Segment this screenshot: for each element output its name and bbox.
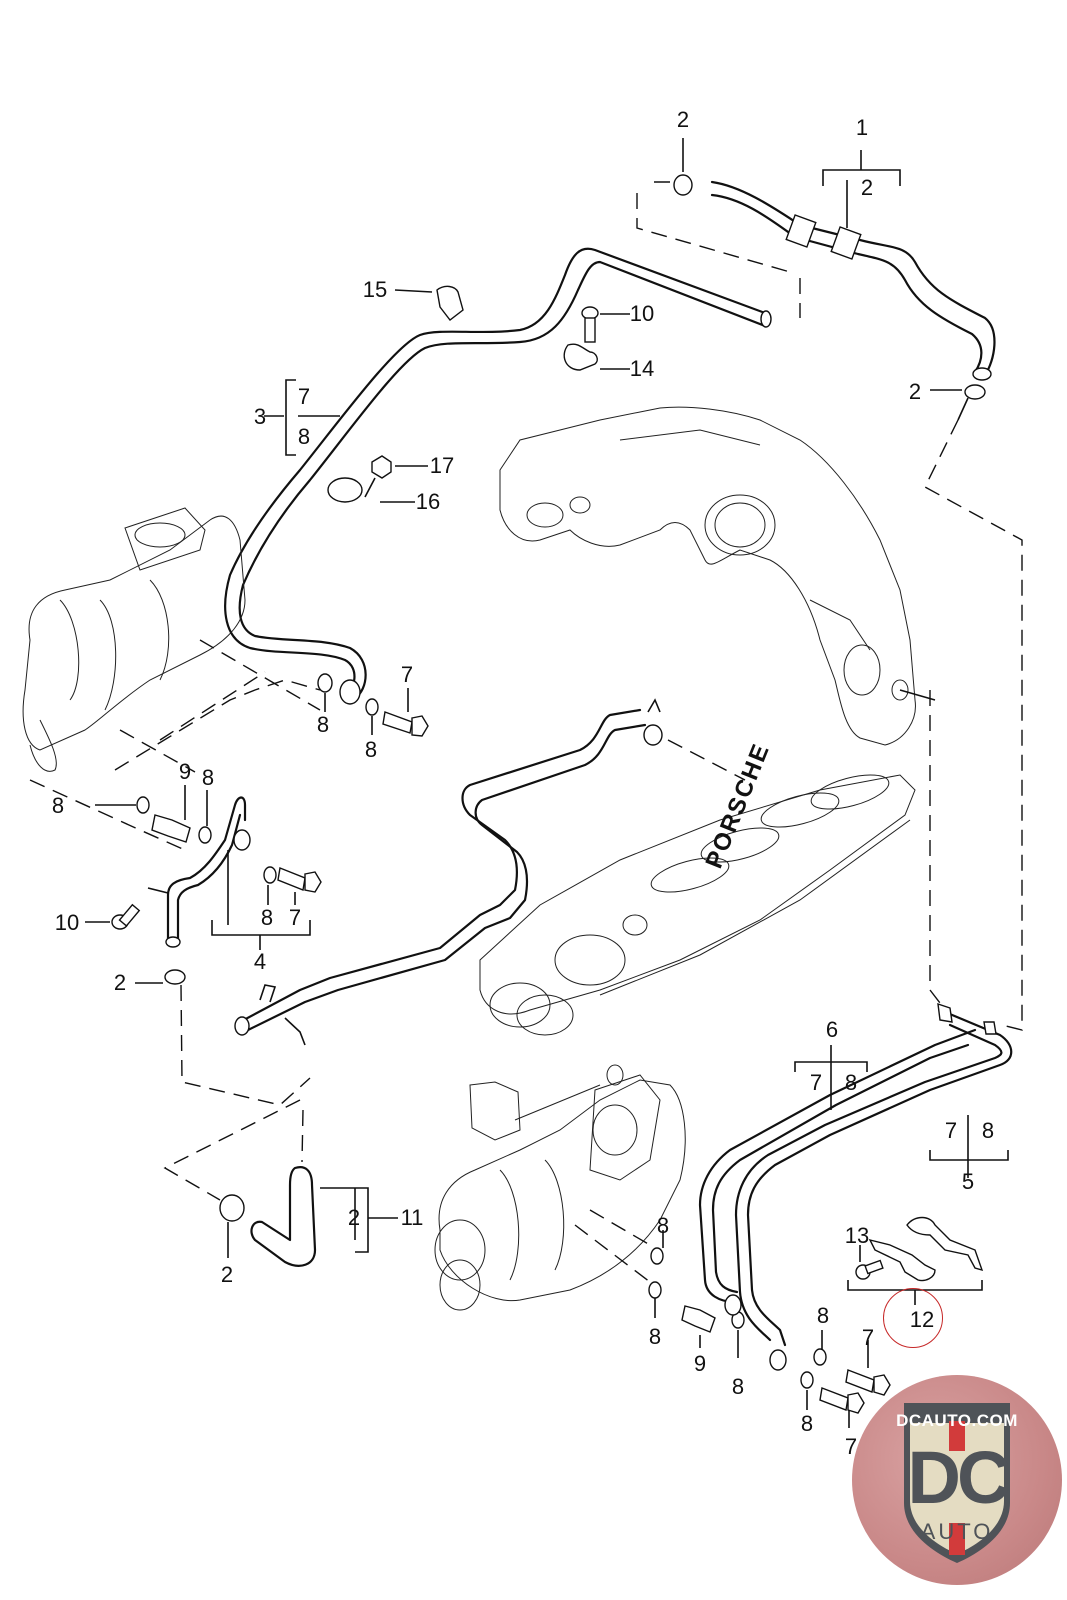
hose-clamp-icon <box>164 174 986 1222</box>
pipe-clip-part-15 <box>436 285 464 321</box>
callout-label[interactable]: 14 <box>629 356 655 381</box>
callout-label[interactable]: 1 <box>855 115 869 140</box>
callout-label[interactable]: 8 <box>297 424 311 449</box>
callout-label[interactable]: 8 <box>844 1070 858 1095</box>
sealing-washer-icon <box>136 673 827 1389</box>
callout-label[interactable]: 8 <box>51 793 65 818</box>
callout-label[interactable]: 2 <box>676 107 690 132</box>
callout-label[interactable]: 8 <box>260 905 274 930</box>
callout-label[interactable]: 5 <box>961 1169 975 1194</box>
callout-label[interactable]: 2 <box>347 1205 361 1230</box>
nut-part-17 <box>371 455 392 479</box>
callout-label[interactable]: 7 <box>944 1118 958 1143</box>
logo-site-text: DCAUTO.COM <box>896 1411 1018 1430</box>
callout-label[interactable]: 16 <box>415 489 441 514</box>
callout-label[interactable]: 7 <box>297 384 311 409</box>
callout-label[interactable]: 12 <box>909 1307 935 1332</box>
callout-label[interactable]: 7 <box>861 1325 875 1350</box>
callout-label[interactable]: 10 <box>54 910 80 935</box>
banjo-bolt-part-7 <box>277 711 891 1414</box>
callout-label[interactable]: 8 <box>316 712 330 737</box>
callout-label[interactable]: 2 <box>220 1262 234 1287</box>
coolant-pipe-junction <box>234 698 663 1046</box>
callout-label[interactable]: 8 <box>201 765 215 790</box>
turbocharger-left <box>22 507 246 772</box>
callout-label[interactable]: 9 <box>693 1351 707 1376</box>
callout-label[interactable]: 7 <box>844 1434 858 1459</box>
callout-label[interactable]: 9 <box>178 759 192 784</box>
callout-label[interactable]: 7 <box>809 1070 823 1095</box>
callout-label[interactable]: 8 <box>648 1324 662 1349</box>
engine-valve-cover <box>479 774 916 1036</box>
callout-label[interactable]: 7 <box>400 662 414 687</box>
dcauto-watermark-logo[interactable]: DCAUTO.COM DC AUTO <box>852 1375 1062 1585</box>
callout-label[interactable]: 15 <box>362 277 388 302</box>
callout-label[interactable]: 3 <box>253 404 267 429</box>
turbocharger-right <box>434 1064 686 1311</box>
logo-monogram: DC <box>907 1436 1011 1519</box>
callout-label[interactable]: 4 <box>253 949 267 974</box>
pipe-clamp-part-14 <box>563 343 598 371</box>
logo-word: AUTO <box>920 1519 994 1544</box>
callout-label[interactable]: 8 <box>656 1213 670 1238</box>
oil-pipe-part-4 <box>147 796 251 948</box>
callout-label[interactable]: 10 <box>629 301 655 326</box>
callout-label[interactable]: 2 <box>860 175 874 200</box>
coolant-hose-part-1 <box>710 180 996 381</box>
callout-label[interactable]: 8 <box>731 1374 745 1399</box>
callout-label[interactable]: 6 <box>825 1017 839 1042</box>
shield-icon <box>904 1403 1010 1563</box>
pipe-clamp-part-12 <box>868 1216 984 1282</box>
clamp-part-16 <box>327 477 363 503</box>
callout-label[interactable]: 8 <box>364 737 378 762</box>
callout-label[interactable]: 11 <box>400 1205 424 1230</box>
callout-label[interactable]: 7 <box>288 905 302 930</box>
engine-cover-logo-text: PORSCHE <box>701 739 776 872</box>
callout-label[interactable]: 8 <box>816 1303 830 1328</box>
callout-label[interactable]: 8 <box>981 1118 995 1143</box>
oil-pipe-part-5 <box>734 1002 1013 1371</box>
coolant-hose-part-11 <box>250 1166 317 1267</box>
union-fitting-part-9 <box>151 814 716 1333</box>
coolant-pipe-part-3 <box>224 247 772 700</box>
bolt-part-10 <box>581 306 599 343</box>
oil-pipe-part-6 <box>698 1028 977 1316</box>
screw-part-13 <box>855 1259 884 1280</box>
callout-label[interactable]: 13 <box>844 1223 870 1248</box>
callout-label[interactable]: 2 <box>113 970 127 995</box>
callout-label[interactable]: 2 <box>908 379 922 404</box>
bolt-part-10 <box>111 903 141 930</box>
highlight-circle <box>883 1288 943 1348</box>
callout-label[interactable]: 17 <box>429 453 455 478</box>
exhaust-manifold <box>499 406 916 746</box>
callout-label[interactable]: 8 <box>800 1411 814 1436</box>
